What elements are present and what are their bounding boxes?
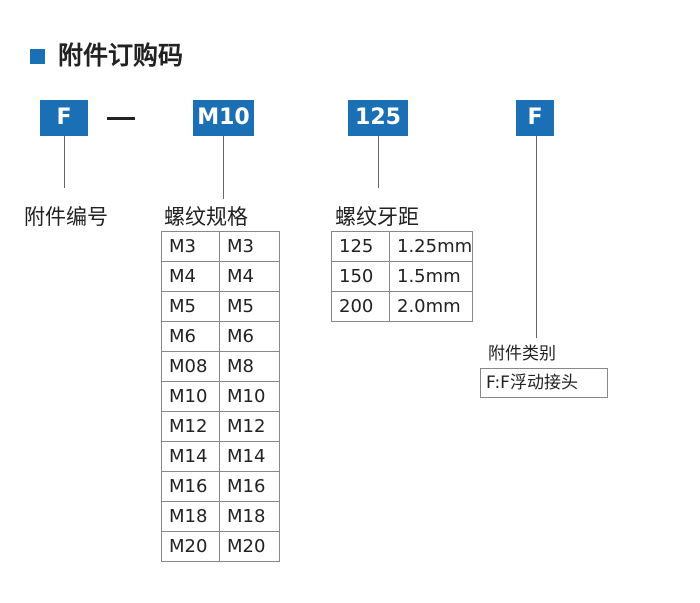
spec-value: M12 (227, 416, 266, 437)
spec-code: M12 (169, 416, 208, 437)
spec-code: M14 (169, 446, 208, 467)
table-row: M08 M8 (161, 351, 280, 382)
connector-accessory (64, 136, 65, 188)
label-accessory-type: 附件类别 (488, 344, 556, 364)
spec-code: M20 (169, 536, 208, 557)
table-row: M12 M12 (161, 411, 280, 442)
connector-thread-spec (223, 136, 224, 199)
pitch-code: 125 (339, 236, 374, 257)
spec-code: M4 (169, 266, 196, 287)
table-row: M6 M6 (161, 321, 280, 352)
pitch-value: 2.0mm (397, 296, 461, 317)
thread-pitch-table: 125 1.25mm 150 1.5mm 200 2.0mm (331, 231, 474, 322)
spec-value: M14 (227, 446, 266, 467)
pitch-code: 150 (339, 266, 374, 287)
spec-value: M16 (227, 476, 266, 497)
table-row: M14 M14 (161, 441, 280, 472)
table-row: M3 M3 (161, 231, 280, 262)
pitch-value: 1.5mm (397, 266, 461, 287)
label-thread-spec: 螺纹规格 (164, 205, 248, 229)
spec-code: M18 (169, 506, 208, 527)
table-row: 125 1.25mm (331, 231, 474, 262)
spec-value: M10 (227, 386, 266, 407)
label-thread-pitch: 螺纹牙距 (335, 205, 419, 229)
connector-thread-pitch (378, 136, 379, 188)
spec-code: M16 (169, 476, 208, 497)
table-row: M18 M18 (161, 501, 280, 532)
spec-value: M20 (227, 536, 266, 557)
table-row: 150 1.5mm (331, 261, 474, 292)
spec-code: M08 (169, 356, 208, 377)
pitch-value: 1.25mm (397, 236, 473, 257)
spec-value: M18 (227, 506, 266, 527)
spec-value: M8 (227, 356, 254, 377)
accessory-type-option: F:F浮动接头 (480, 368, 608, 398)
code-box-thread-spec: M10 (193, 100, 254, 136)
label-accessory-number: 附件编号 (24, 205, 108, 229)
spec-value: M5 (227, 296, 254, 317)
table-row: M10 M10 (161, 381, 280, 412)
spec-code: M10 (169, 386, 208, 407)
spec-value: M3 (227, 236, 254, 257)
table-row: M4 M4 (161, 261, 280, 292)
code-box-accessory: F (40, 100, 88, 136)
table-row: M5 M5 (161, 291, 280, 322)
connector-accessory-type (536, 136, 537, 338)
table-row: 200 2.0mm (331, 291, 474, 322)
title-marker (30, 49, 45, 64)
page-title: 附件订购码 (58, 41, 184, 70)
spec-code: M5 (169, 296, 196, 317)
code-separator-dash (107, 117, 135, 120)
spec-value: M4 (227, 266, 254, 287)
pitch-code: 200 (339, 296, 374, 317)
spec-code: M3 (169, 236, 196, 257)
table-row: M16 M16 (161, 471, 280, 502)
spec-value: M6 (227, 326, 254, 347)
table-row: M20 M20 (161, 531, 280, 562)
code-box-accessory-type: F (516, 100, 554, 136)
spec-code: M6 (169, 326, 196, 347)
code-box-thread-pitch: 125 (348, 100, 408, 136)
